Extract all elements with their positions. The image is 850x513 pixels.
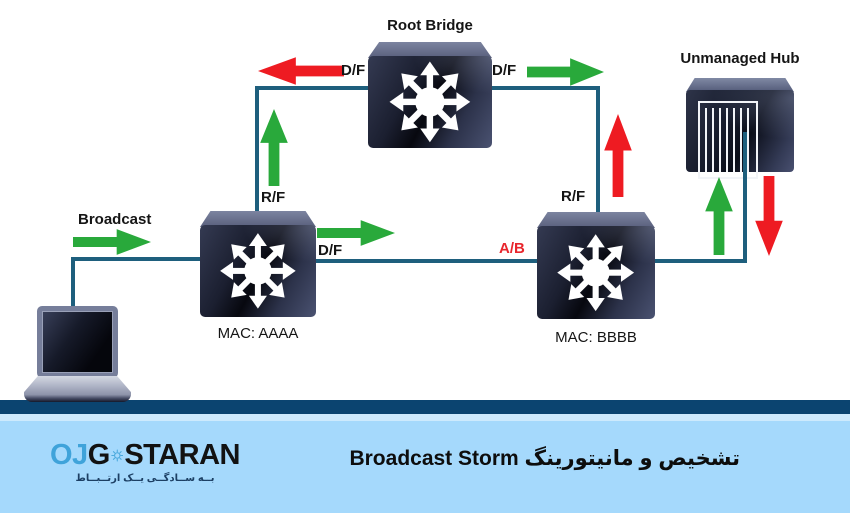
switch-top-face xyxy=(200,211,316,227)
switch-a-mac-label: MAC: AAAA xyxy=(217,325,299,342)
footer-navy-divider xyxy=(0,400,850,414)
forward-arrow-rootport-a-icon xyxy=(260,109,288,186)
laptop-base xyxy=(24,376,131,402)
multilayer-switch-icon xyxy=(389,61,471,143)
gear-icon xyxy=(111,449,124,462)
switch-top-face xyxy=(368,42,492,58)
laptop-screen xyxy=(37,306,118,378)
storm-arrow-b-up-icon xyxy=(604,114,632,197)
port-label-rf-a: R/F xyxy=(261,189,286,206)
logo-part-oj: OJ xyxy=(50,439,88,471)
switch-front-face xyxy=(368,56,492,148)
port-label-rf-b: R/F xyxy=(561,188,586,205)
hub-ports-icon xyxy=(698,101,758,179)
link-switchb-rootbridge xyxy=(596,86,600,214)
root-bridge-title: Root Bridge xyxy=(387,17,473,34)
root-bridge-switch xyxy=(368,42,492,148)
link-hub-vertical xyxy=(743,132,747,263)
link-laptop-vertical xyxy=(71,257,75,312)
multilayer-switch-icon xyxy=(557,234,635,311)
hub-top-face xyxy=(686,78,794,92)
logo-part-staran: STARAN xyxy=(124,439,240,471)
port-label-df-a-to-b: D/F xyxy=(318,242,343,259)
multilayer-switch-icon xyxy=(220,233,296,309)
switch-front-face xyxy=(537,226,655,319)
network-topology-diagram: Root Bridge Unmanaged Hub D/F D/F R/F R/… xyxy=(24,17,800,402)
forward-arrow-to-hub-icon xyxy=(705,177,733,255)
switch-b xyxy=(537,212,655,319)
link-laptop-switcha xyxy=(71,257,202,261)
hub-front-face xyxy=(686,90,794,179)
broadcast-arrow-icon xyxy=(73,229,151,255)
link-switcha-switchb xyxy=(314,259,540,263)
switch-front-face xyxy=(200,225,316,317)
page-title: تشخیص و مانیتورینگ Broadcast Storm xyxy=(349,447,740,470)
switch-top-face xyxy=(537,212,655,228)
switch-b-mac-label: MAC: BBBB xyxy=(555,329,637,346)
port-label-df-root-right: D/F xyxy=(492,62,517,79)
blocked-link-label-ab: A/B xyxy=(499,240,525,257)
port-label-df-root-left: D/F xyxy=(341,62,366,79)
switch-a xyxy=(200,211,316,317)
unmanaged-hub-device xyxy=(686,78,794,179)
link-switcha-rootbridge xyxy=(255,86,259,214)
broadcast-label: Broadcast xyxy=(78,211,152,228)
forward-arrow-root-right-icon xyxy=(527,58,604,86)
link-switchb-hub-horizontal xyxy=(652,259,747,263)
storm-arrow-from-hub-icon xyxy=(755,176,783,256)
logo-part-g: G xyxy=(87,439,111,471)
footer-light-strip xyxy=(0,414,850,421)
hub-title: Unmanaged Hub xyxy=(680,50,800,67)
logo-tagline: بــه ســادگــی یــک ارتــبــاط xyxy=(75,473,215,484)
laptop xyxy=(24,306,131,402)
footer-background xyxy=(0,421,850,513)
storm-arrow-left-icon xyxy=(258,57,344,85)
